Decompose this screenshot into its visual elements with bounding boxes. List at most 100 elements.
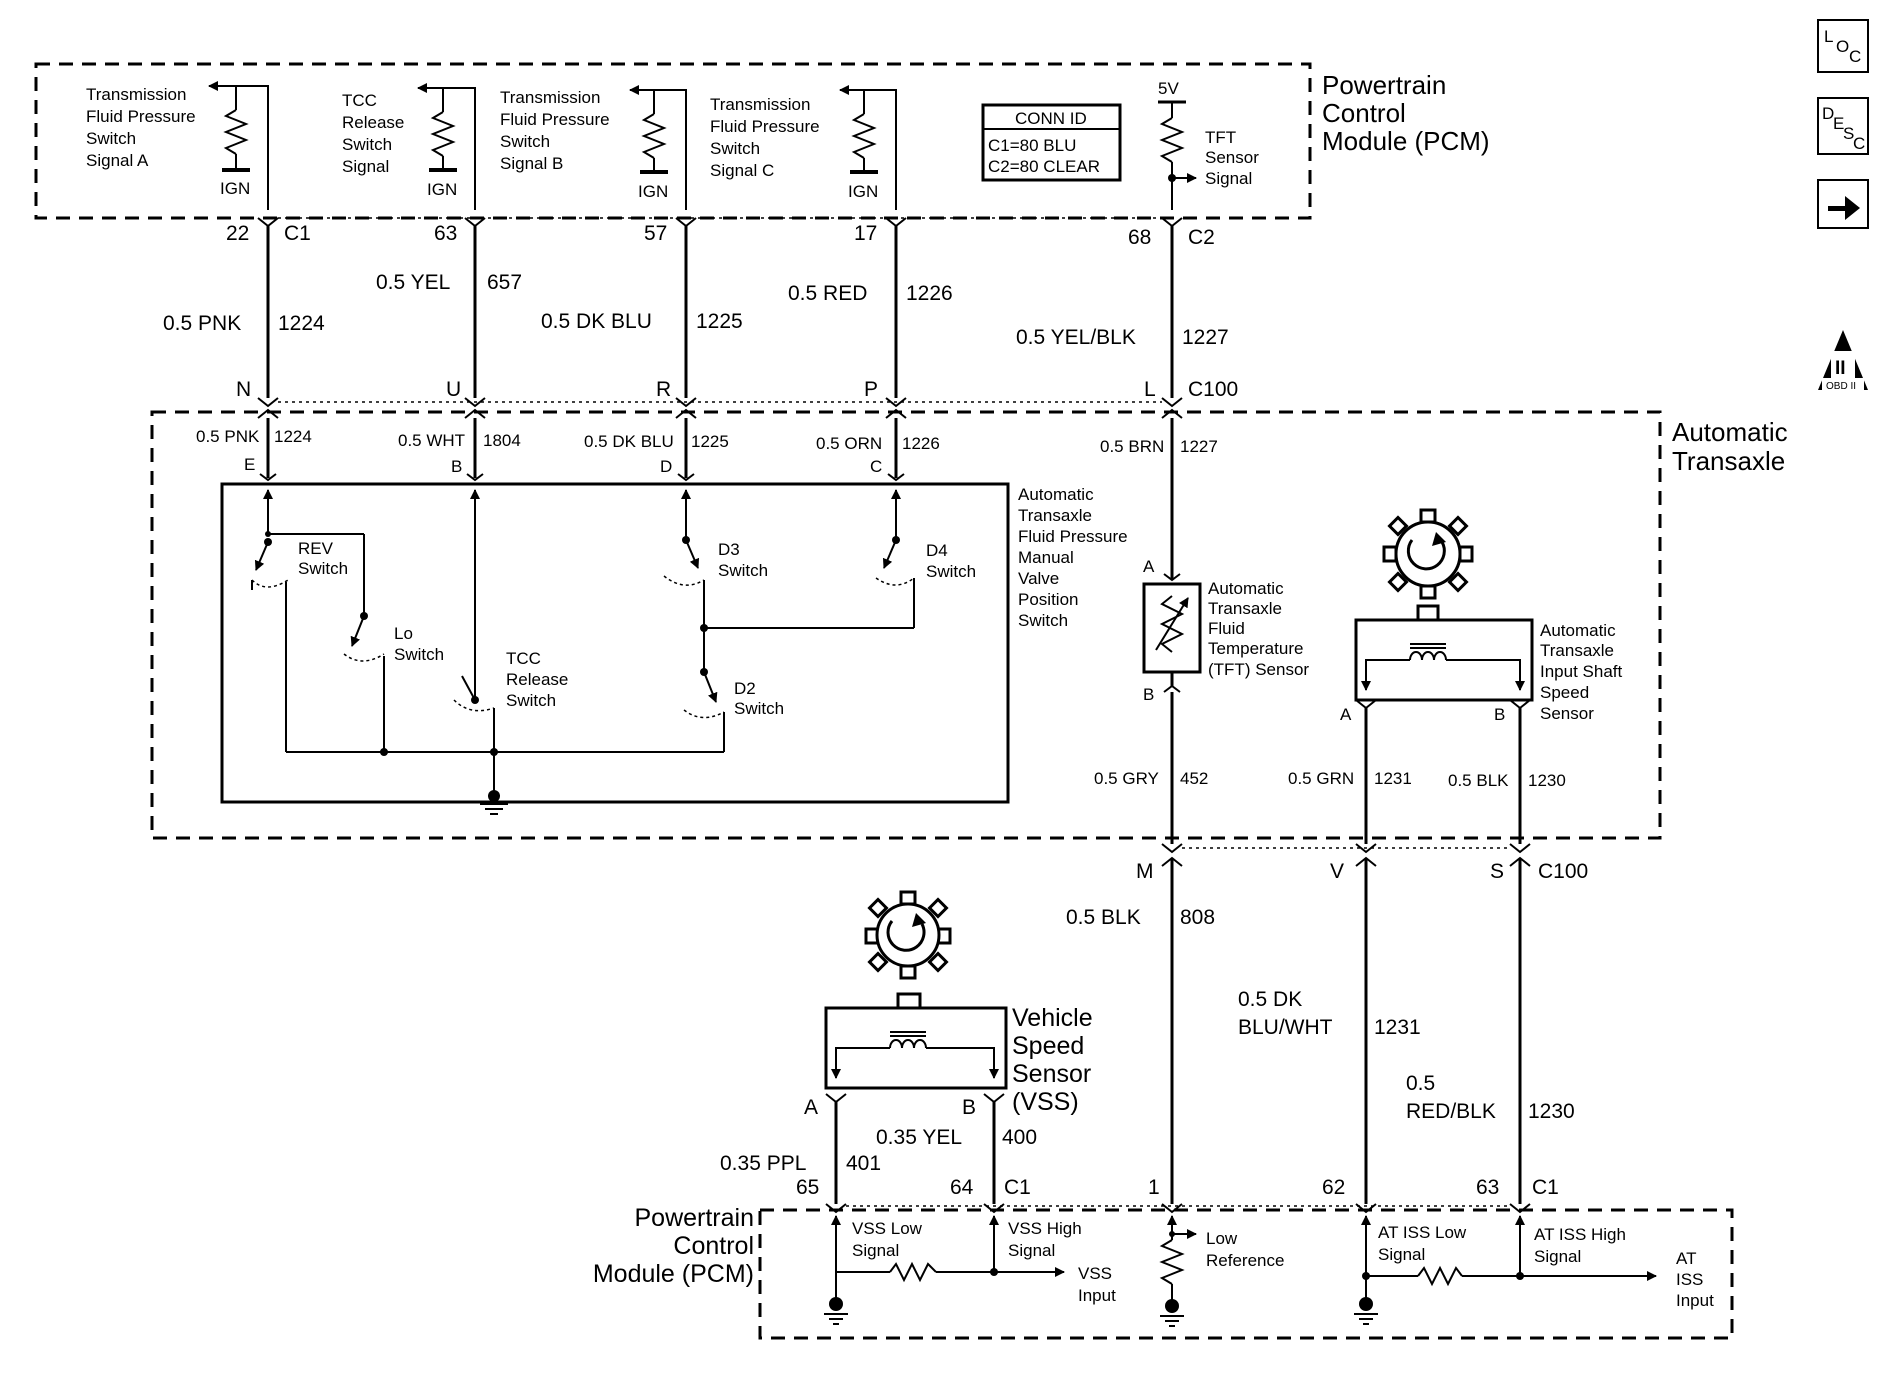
desc-letter-e: E [1833, 114, 1844, 133]
term-e-wire: 0.5 PNK [196, 427, 260, 446]
tcc-signal-circuit: TCC Release Switch Signal IGN [342, 83, 476, 210]
low-ref-label-2: Reference [1206, 1251, 1284, 1270]
c100-upper-connector: N U R P L C100 [236, 378, 1238, 419]
signal-a-label-1: Transmission [86, 85, 186, 104]
vss-sensor: Vehicle Speed Sensor (VSS) A B 0.35 PPL … [720, 890, 1093, 1204]
vss-label-2: Speed [1012, 1032, 1084, 1060]
obd-ii-icon[interactable]: II OBD II [1818, 330, 1868, 392]
upper-harness-wires: 0.5 PNK 1224 0.5 YEL 657 0.5 DK BLU 1225… [163, 226, 1229, 398]
conn-id-title: CONN ID [1015, 109, 1087, 128]
vss-gear-icon [864, 890, 952, 980]
psa-label-7: Switch [1018, 611, 1068, 630]
pin-22: 22 [226, 222, 249, 245]
wire-dk-blu-top: 0.5 DK BLU [541, 310, 652, 333]
vss-circuit-400: 400 [1002, 1126, 1037, 1149]
signal-a-label-4: Signal A [86, 151, 149, 170]
term-e-circuit: 1224 [274, 427, 312, 446]
signal-b-ign: IGN [638, 182, 668, 201]
loc-letter-c: C [1849, 47, 1861, 66]
tft-sensor-label-3: Fluid [1208, 619, 1245, 638]
tcc-label-3: Switch [342, 135, 392, 154]
tft-pin-a: A [1143, 557, 1155, 576]
pin-63-top: 63 [434, 222, 457, 245]
tft-circuit-452: 452 [1180, 769, 1208, 788]
tft-circuit-1227: 1227 [1180, 437, 1218, 456]
rev-switch-label-2: Switch [298, 559, 348, 578]
c100-pin-v: V [1330, 860, 1344, 883]
d4-switch-label-2: Switch [926, 562, 976, 581]
tft-wire-gry: 0.5 GRY [1094, 769, 1159, 788]
term-d-pin: D [660, 457, 672, 476]
signal-b-label-4: Signal B [500, 154, 563, 173]
signal-c-label-4: Signal C [710, 161, 774, 180]
wire-pnk-top: 0.5 PNK [163, 312, 241, 335]
tft-sensor: 0.5 BRN 1227 A B Automatic Transaxle Flu… [1094, 418, 1309, 844]
vss-label-1: Vehicle [1012, 1004, 1093, 1032]
psa-label-4: Manual [1018, 548, 1074, 567]
iss-wire-blk: 0.5 BLK [1448, 771, 1509, 790]
iss-circuit-1230: 1230 [1528, 771, 1566, 790]
location-icon[interactable]: L O C [1817, 19, 1869, 73]
c100-pin-s: S [1490, 860, 1504, 883]
vss-low-label-2: Signal [852, 1241, 899, 1260]
circuit-1225-top: 1225 [696, 310, 743, 333]
c100-pin-n: N [236, 378, 251, 401]
conn-id-box: CONN ID C1=80 BLU C2=80 CLEAR [981, 103, 1122, 182]
tft-sensor-label-4: Temperature [1208, 639, 1303, 658]
vss-circuit-401: 401 [846, 1152, 881, 1175]
conn-c1-bottom-b: C1 [1532, 1176, 1559, 1199]
signal-b-circuit: Transmission Fluid Pressure Switch Signa… [500, 85, 687, 210]
term-d-circuit: 1225 [691, 432, 729, 451]
desc-letter-s: S [1843, 124, 1854, 143]
circuit-1226-top: 1226 [906, 282, 953, 305]
d3-switch-label-2: Switch [718, 561, 768, 580]
tcc-label-4: Signal [342, 157, 389, 176]
tft-pin-b: B [1143, 685, 1154, 704]
pin-17: 17 [854, 222, 877, 245]
vss-wire-yel: 0.35 YEL [876, 1126, 962, 1149]
c100-pin-m: M [1136, 860, 1154, 883]
tcc-label-2: Release [342, 113, 404, 132]
c100-pin-p: P [864, 378, 878, 401]
tcc-switch-label-3: Switch [506, 691, 556, 710]
iss-wire-grn: 0.5 GRN [1288, 769, 1354, 788]
signal-b-label-1: Transmission [500, 88, 600, 107]
pin-65: 65 [796, 1176, 819, 1199]
term-c-circuit: 1226 [902, 434, 940, 453]
tft-sensor-label-1: Automatic [1208, 579, 1284, 598]
wire-red-blk-2: RED/BLK [1406, 1100, 1496, 1123]
iss-label-5: Sensor [1540, 704, 1594, 723]
pcm-input-circuits: Transmission Fluid Pressure Switch Signa… [86, 79, 1259, 210]
term-d-wire: 0.5 DK BLU [584, 432, 674, 451]
pcm-top-box: Powertrain Control Module (PCM) [34, 62, 1490, 220]
signal-a-label-3: Switch [86, 129, 136, 148]
pcm-top-title-2: Control [1322, 98, 1406, 128]
tft-signal-label-2: Sensor [1205, 148, 1259, 167]
vss-low-label-1: VSS Low [852, 1219, 923, 1238]
next-arrow-icon[interactable] [1817, 179, 1869, 229]
pcm-bottom-connector-pins: 65 64 C1 1 62 63 C1 [796, 1176, 1559, 1214]
circuit-1231-bottom: 1231 [1374, 1016, 1421, 1039]
term-b-wire: 0.5 WHT [398, 431, 465, 450]
tft-signal-label-3: Signal [1205, 169, 1252, 188]
vss-pin-a: A [804, 1096, 818, 1119]
pcm-bottom-title-2: Control [673, 1232, 754, 1260]
c100-pin-r: R [656, 378, 671, 401]
pcm-top-connector-pins: 22 C1 63 57 17 68 C2 [226, 217, 1215, 249]
pin-57: 57 [644, 222, 667, 245]
description-icon[interactable]: D E S C [1817, 97, 1869, 155]
signal-a-label-2: Fluid Pressure [86, 107, 196, 126]
c100-name-top: C100 [1188, 378, 1238, 401]
c100-pin-l: L [1144, 378, 1156, 401]
iss-label-3: Input Shaft [1540, 662, 1623, 681]
iss-circuit-1231: 1231 [1374, 769, 1412, 788]
signal-c-circuit: Transmission Fluid Pressure Switch Signa… [710, 85, 897, 210]
c100-pin-u: U [446, 378, 461, 401]
iss-pin-b: B [1494, 705, 1505, 724]
pressure-switch-assembly: Automatic Transaxle Fluid Pressure Manua… [220, 482, 1128, 815]
lo-switch-label-2: Switch [394, 645, 444, 664]
conn-c1-top: C1 [284, 222, 311, 245]
iss-gear-icon [1382, 508, 1474, 600]
circuit-1224-top: 1224 [278, 312, 325, 335]
